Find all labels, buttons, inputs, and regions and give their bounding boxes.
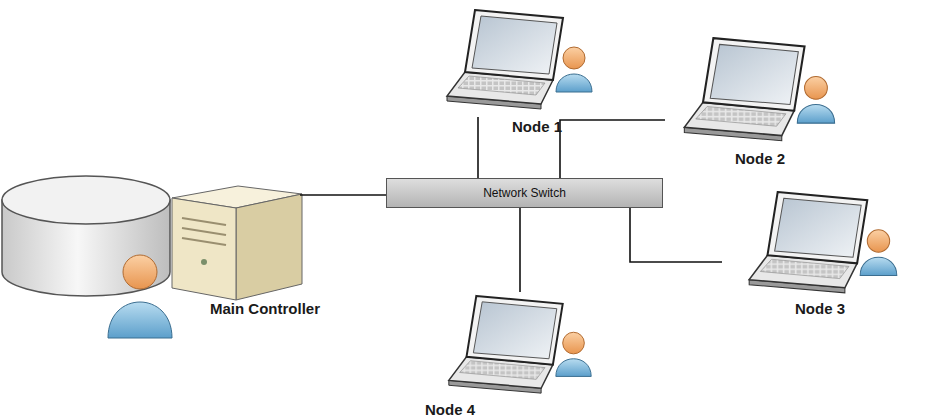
server-tower [172, 186, 302, 300]
network-switch: Network Switch [386, 178, 663, 208]
laptop-icon [684, 38, 834, 141]
network-cable [560, 120, 665, 178]
laptop-icon [447, 10, 592, 109]
database-cylinder [2, 176, 170, 296]
node-label: Node 2 [735, 150, 785, 167]
laptop-node: Node 1 [445, 5, 595, 117]
network-cable [477, 117, 479, 178]
laptop-icon [749, 192, 897, 293]
network-cable [519, 208, 521, 292]
laptop-icon [449, 296, 591, 393]
server-node: Main Controller [0, 165, 300, 300]
laptop-node: Node 3 [722, 188, 925, 300]
laptop-node: Node 4 [418, 292, 623, 400]
node-label: Node 3 [795, 300, 845, 317]
node-label: Node 1 [512, 118, 562, 135]
node-label: Node 4 [425, 401, 475, 418]
network-cable [630, 208, 722, 262]
node-label: Main Controller [210, 300, 320, 317]
network-cable [300, 194, 386, 196]
person-icon [108, 255, 172, 338]
laptop-node: Node 2 [665, 36, 860, 148]
switch-label: Network Switch [483, 186, 566, 200]
